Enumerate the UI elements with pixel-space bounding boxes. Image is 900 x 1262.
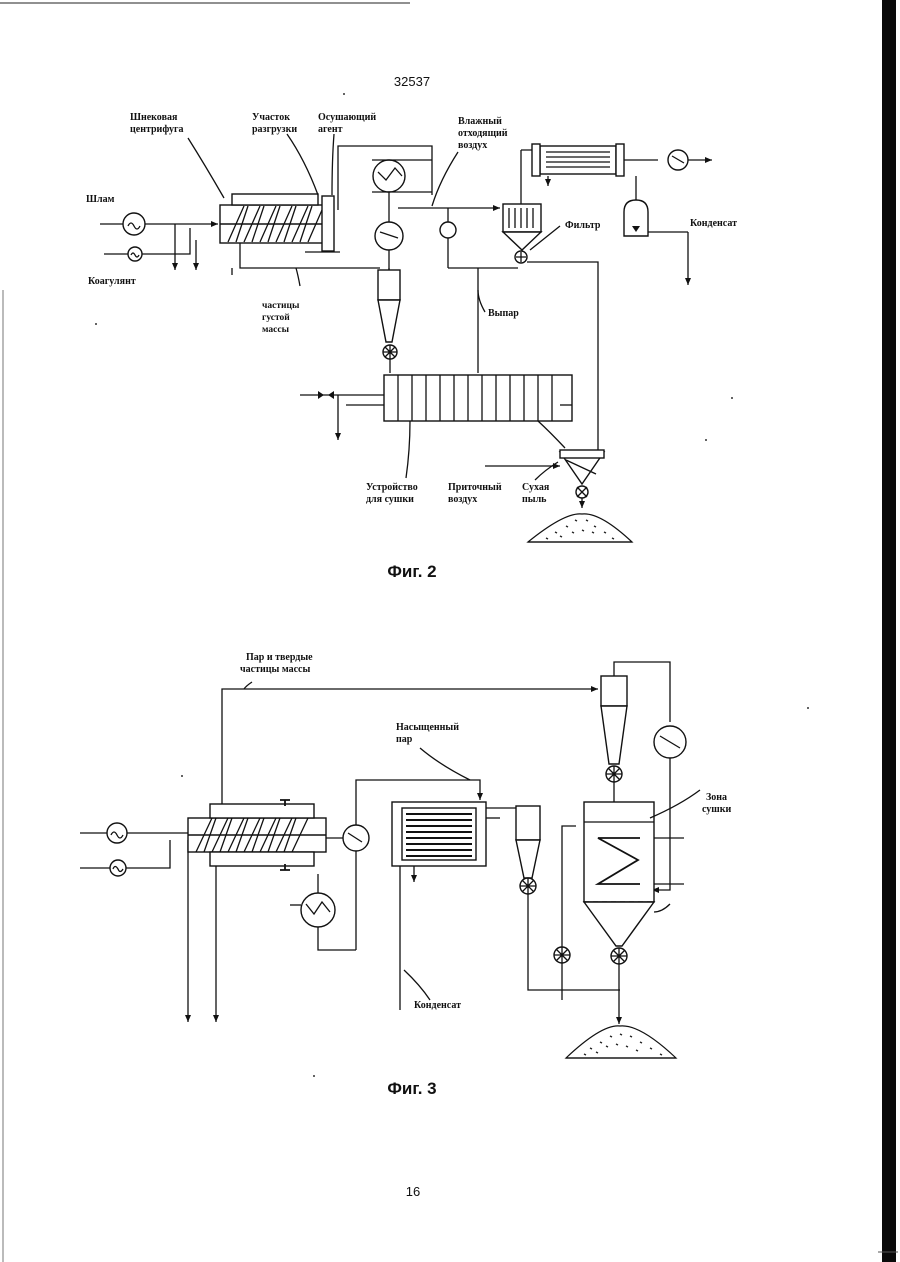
label-screw-centrifuge-2: центрифуга bbox=[130, 124, 184, 135]
sludge-pump-icon-fig3 bbox=[107, 823, 127, 843]
drying-zone-vessel bbox=[584, 802, 654, 902]
label-dryer-1: Устройство bbox=[366, 482, 418, 493]
document-number: 32537 bbox=[394, 74, 430, 89]
label-condensate-fig3: Конденсат bbox=[414, 1000, 461, 1011]
label-particles-2: густой bbox=[262, 312, 290, 323]
middle-cyclone bbox=[516, 806, 540, 840]
label-drying-zone-2: сушки bbox=[702, 804, 732, 815]
condenser bbox=[540, 146, 616, 174]
label-supply-air-2: воздух bbox=[448, 494, 477, 505]
figure-3-caption: Фиг. 3 bbox=[387, 1079, 436, 1098]
label-discharge-2: разгрузки bbox=[252, 124, 297, 135]
figure-2: Шнековая центрифуга Участок разгрузки Ос… bbox=[86, 112, 737, 581]
label-coagulant: Коагулянт bbox=[88, 276, 136, 287]
sludge-pump-icon bbox=[123, 213, 145, 235]
figure-2-caption: Фиг. 2 bbox=[387, 562, 436, 581]
dry-dust-pile bbox=[528, 514, 632, 542]
label-wet-air-2: отходящий bbox=[458, 128, 508, 139]
label-saturated-steam-1: Насыщенный bbox=[396, 722, 459, 733]
label-discharge-1: Участок bbox=[252, 112, 290, 123]
page-number: 16 bbox=[406, 1184, 420, 1199]
label-screw-centrifuge-1: Шнековая bbox=[130, 112, 178, 123]
cyclone-separator bbox=[378, 270, 400, 300]
label-dry-dust-1: Сухая bbox=[522, 482, 550, 493]
label-drying-zone-1: Зона bbox=[706, 792, 727, 803]
dried-product-pile bbox=[566, 1026, 676, 1058]
label-particles-1: частицы bbox=[262, 301, 300, 311]
label-particles-3: массы bbox=[262, 325, 290, 335]
label-dryer-2: для сушки bbox=[366, 494, 414, 505]
label-drying-agent-1: Осушающий bbox=[318, 112, 376, 123]
label-dry-dust-2: пыль bbox=[522, 494, 547, 505]
label-saturated-steam-2: пар bbox=[396, 734, 413, 745]
label-vapor: Выпар bbox=[488, 308, 519, 319]
label-filter: Фильтр bbox=[565, 220, 601, 231]
label-steam-solids-1: Пар и твердые bbox=[246, 652, 313, 663]
label-wet-air-3: воздух bbox=[458, 140, 487, 151]
label-sludge: Шлам bbox=[86, 194, 115, 205]
scan-right-edge bbox=[882, 0, 896, 1262]
circulation-fan bbox=[375, 222, 403, 250]
discharge-section bbox=[322, 196, 334, 251]
label-supply-air-1: Приточный bbox=[448, 482, 502, 493]
steam-heater bbox=[301, 893, 335, 927]
figure-3: Пар и твердые частицы массы Насыщенный п… bbox=[80, 652, 732, 1098]
top-cyclone bbox=[601, 676, 627, 706]
label-steam-solids-2: частицы массы bbox=[240, 664, 310, 675]
label-condensate: Конденсат bbox=[690, 218, 737, 229]
label-wet-air-1: Влажный bbox=[458, 116, 502, 127]
label-drying-agent-2: агент bbox=[318, 124, 343, 135]
